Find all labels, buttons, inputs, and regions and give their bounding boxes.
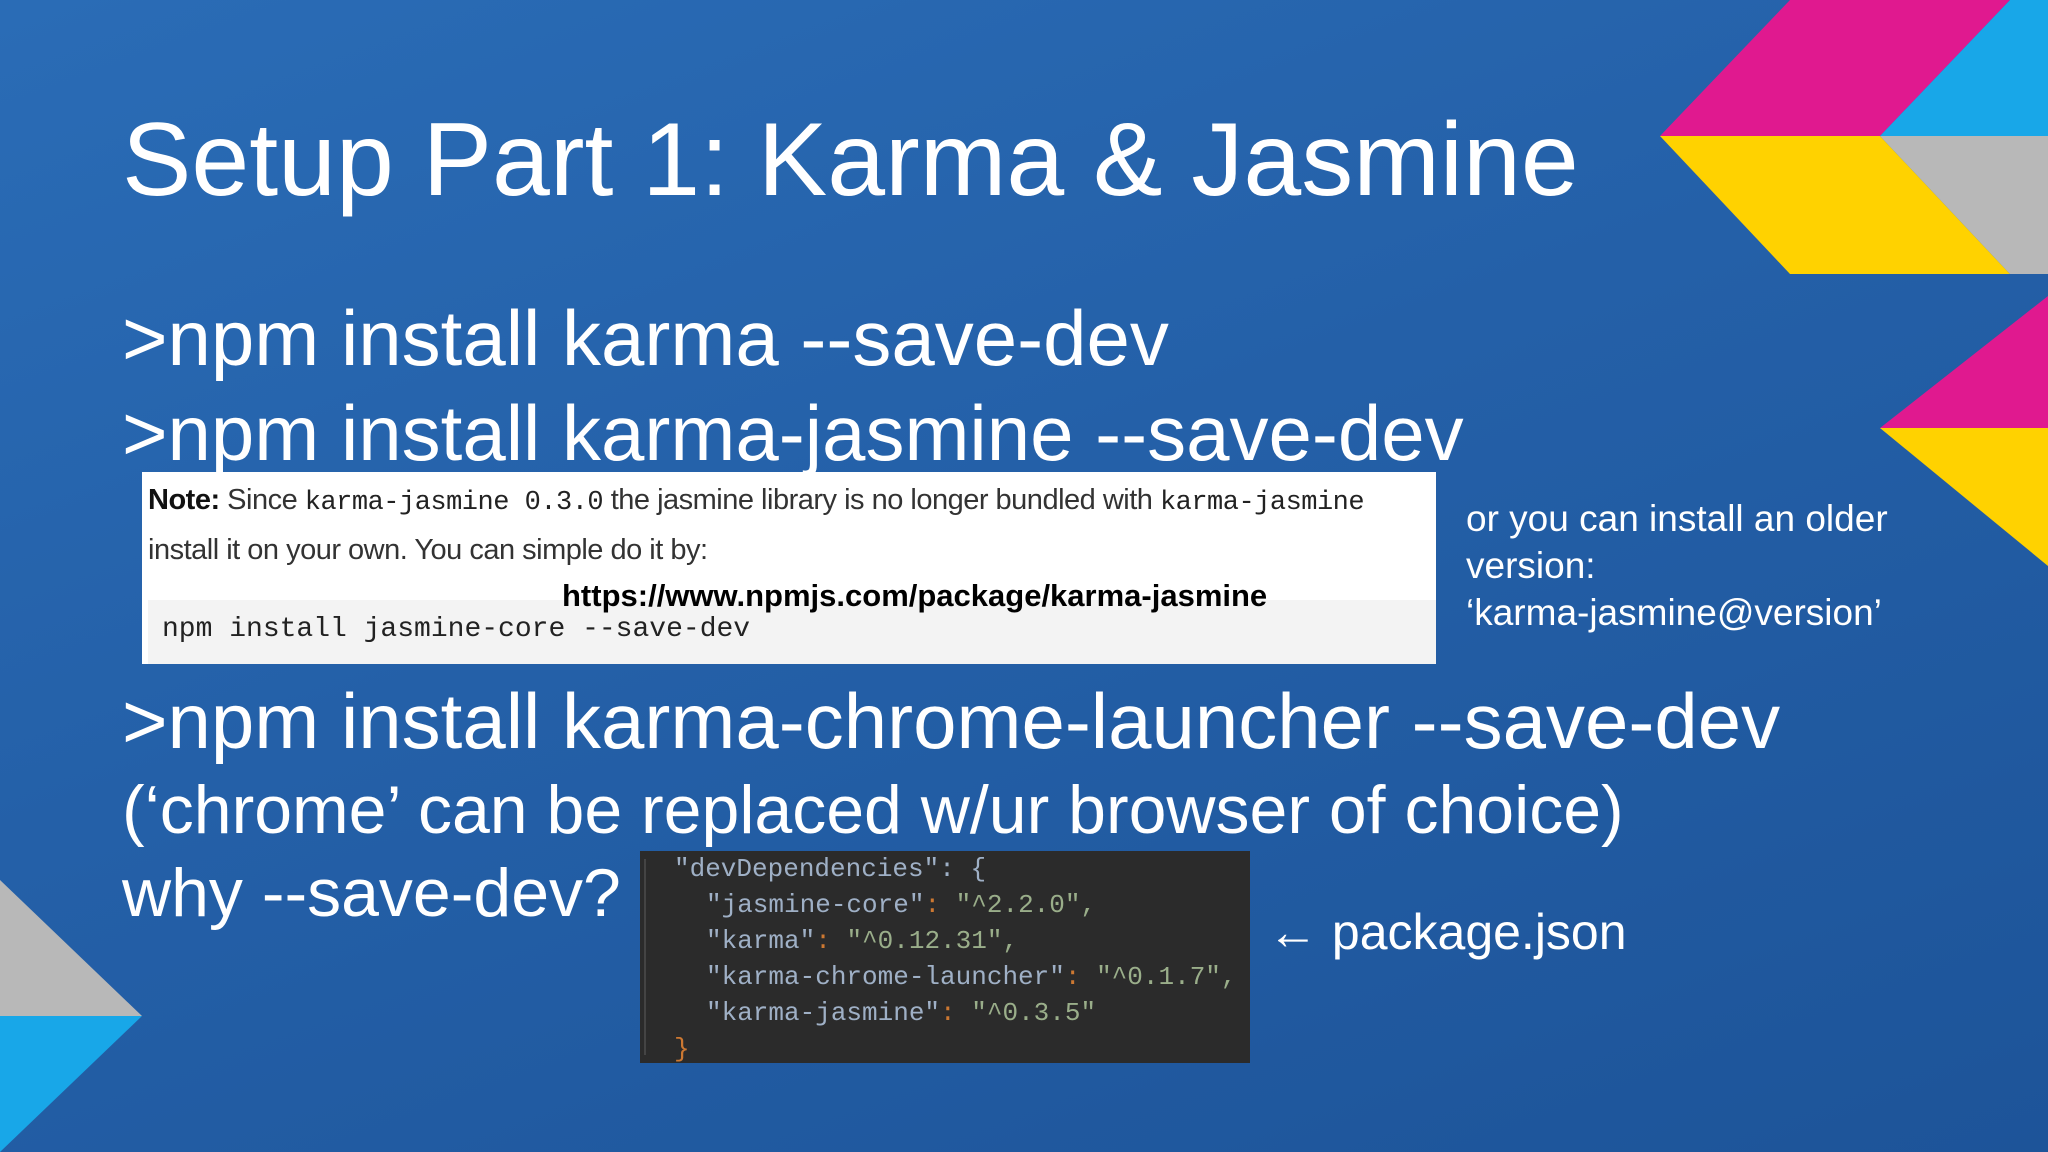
note-code-command: npm install jasmine-core --save-dev — [162, 614, 751, 645]
slide-title: Setup Part 1: Karma & Jasmine — [122, 102, 1579, 218]
silver-shape-bottom-left — [0, 880, 142, 1016]
magenta-chevron-right — [1880, 296, 2048, 428]
note-text-b: the jasmine library is no longer bundled… — [603, 484, 1160, 516]
dep-key: "karma" — [706, 926, 816, 956]
note-label: Note: — [148, 484, 220, 516]
sky-shape-top — [1880, 0, 2048, 136]
dev-dependencies-open: "devDependencies": { — [674, 854, 987, 884]
dep-key: "jasmine-core" — [706, 890, 925, 920]
dep-key: "karma-jasmine" — [706, 998, 941, 1028]
command-install-chrome-launcher: >npm install karma-chrome-launcher --sav… — [122, 677, 1781, 765]
dep-key: "karma-chrome-launcher" — [706, 962, 1065, 992]
magenta-chevron-top — [1660, 0, 2010, 136]
code-line-close: } — [674, 1031, 690, 1063]
older-version-line-1: or you can install an older — [1466, 498, 1888, 539]
note-line-1: Note: Since karma-jasmine 0.3.0 the jasm… — [148, 480, 1365, 523]
note-line-2: install it on your own. You can simple d… — [148, 534, 708, 566]
package-json-pointer: ← package.json — [1268, 904, 1627, 960]
command-install-karma: >npm install karma --save-dev — [122, 294, 1169, 382]
code-line-karma-chrome-launcher: "karma-chrome-launcher": "^0.1.7", — [706, 962, 1237, 992]
older-version-line-2: version: — [1466, 545, 1596, 586]
package-json-screenshot: "devDependencies": { "jasmine-core": "^2… — [640, 851, 1250, 1063]
note-code-package: karma-jasmine — [1159, 488, 1365, 518]
npm-note-screenshot: Note: Since karma-jasmine 0.3.0 the jasm… — [142, 472, 1436, 664]
dep-value: "^2.2.0", — [955, 890, 1097, 920]
command-install-karma-jasmine: >npm install karma-jasmine --save-dev — [122, 389, 1464, 477]
npm-package-url: https://www.npmjs.com/package/karma-jasm… — [562, 578, 1268, 613]
note-text-a: Since — [219, 484, 305, 516]
dep-value: "^0.3.5" — [971, 998, 1097, 1028]
code-line-jasmine-core: "jasmine-core": "^2.2.0", — [706, 890, 1097, 920]
older-version-line-3: ‘karma-jasmine@version’ — [1466, 592, 1882, 633]
yellow-chevron-right — [1880, 428, 2048, 566]
sky-shape-bottom-left — [0, 1016, 142, 1152]
note-code-block: npm install jasmine-core --save-dev — [148, 600, 1436, 664]
note-code-version: karma-jasmine 0.3.0 — [304, 488, 604, 518]
code-line-karma-jasmine: "karma-jasmine": "^0.3.5" — [706, 998, 1097, 1028]
code-gutter — [644, 859, 646, 1055]
yellow-chevron-top — [1660, 136, 2010, 274]
silver-shape-top — [1880, 136, 2048, 274]
code-line-karma: "karma": "^0.12.31", — [706, 926, 1019, 956]
older-version-note: or you can install an older version: ‘ka… — [1466, 495, 1888, 636]
dev-dependencies-close: } — [674, 1034, 690, 1063]
code-line-open: "devDependencies": { — [674, 851, 986, 887]
why-save-dev-question: why --save-dev? — [122, 855, 621, 931]
browser-choice-note: (‘chrome’ can be replaced w/ur browser o… — [122, 772, 1624, 848]
dep-value: "^0.1.7", — [1096, 962, 1237, 992]
dep-value: "^0.12.31", — [846, 926, 1019, 956]
